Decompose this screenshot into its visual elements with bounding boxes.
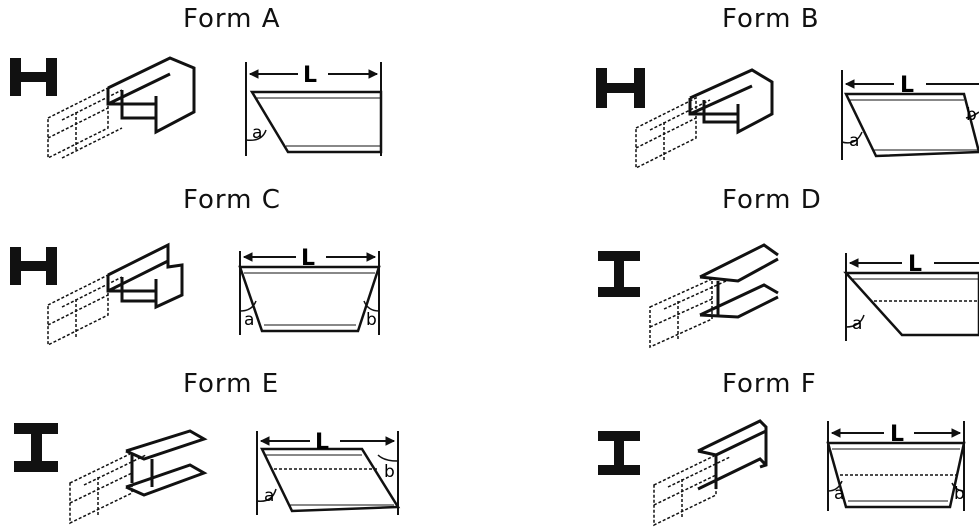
form-e-angle-b-label: b [384,462,395,482]
cut-diagram [238,251,381,335]
form-c-angle-a-label: a [244,310,254,330]
form-c-drawing: L a b [10,242,381,347]
form-e-angle-a-label: a [264,486,274,506]
form-e-length-label: L [315,430,329,455]
beam-3d-icon [649,243,779,349]
form-b-title: Form B [722,4,820,34]
form-c-angle-b-label: b [366,310,377,330]
form-b-panel: Form B L a b [490,0,979,177]
form-f-angle-b-label: b [954,484,965,504]
form-b-angle-b-label: b [966,105,977,125]
form-c-title: Form C [183,185,281,215]
form-d-angle-a-label: a [852,314,862,334]
form-c-panel: Form C L a b [0,177,489,354]
h-profile-icon [596,68,645,108]
form-b-length-label: L [900,73,914,98]
form-d-title: Form D [722,185,822,215]
form-e-panel: Form E L a [0,355,489,532]
form-d-length-label: L [908,252,922,277]
beam-3d-icon [653,419,768,527]
form-e-title: Form E [183,369,280,399]
form-a-drawing: L a [10,56,383,160]
form-f-title: Form F [722,369,817,399]
form-b-angle-a-label: a [849,131,859,151]
cut-diagram [245,62,383,156]
form-f-drawing: L a b [598,419,966,527]
cut-diagram [843,253,979,341]
form-a-title: Form A [183,4,281,34]
form-f-angle-a-label: a [834,484,844,504]
beam-3d-icon [47,56,196,160]
form-d-drawing: L a [598,243,979,349]
form-a-length-label: L [303,63,317,88]
h-profile-icon [10,247,57,285]
form-a-angle-a-label: a [252,123,262,143]
form-e-drawing: L a b [14,423,401,525]
cut-diagram [826,421,966,511]
i-profile-icon [598,251,640,297]
form-f-length-label: L [890,422,904,447]
form-d-panel: Form D L a [490,177,979,354]
cut-diagram [841,70,979,160]
cut-diagram [256,431,401,515]
form-f-panel: Form F L a [490,355,979,532]
beam-3d-icon [47,242,184,347]
i-profile-icon [14,423,58,472]
beam-3d-icon [69,429,208,525]
form-c-length-label: L [301,246,315,271]
beam-3d-icon [635,68,774,170]
i-profile-icon [598,431,640,475]
form-a-panel: Form A L [0,0,489,177]
h-profile-icon [10,58,57,96]
form-b-drawing: L a b [596,68,979,170]
